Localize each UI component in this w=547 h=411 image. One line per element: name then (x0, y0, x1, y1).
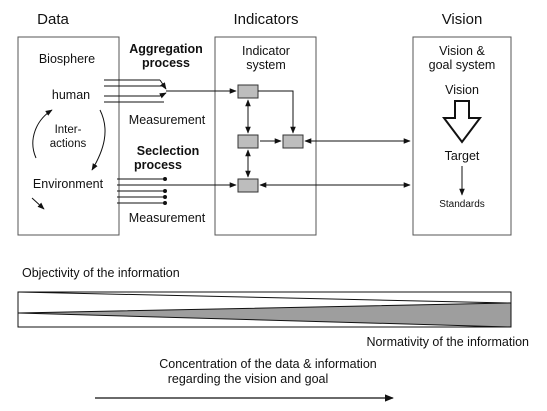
standards-label: Standards (439, 199, 485, 210)
interactions-label-1: Inter- (55, 124, 82, 136)
environment-small-arrow (31, 197, 45, 210)
interactions-curve-right (91, 109, 106, 171)
measurement-bottom-label: Measurement (129, 211, 206, 225)
concentration-label-2: regarding the vision and goal (168, 372, 329, 386)
normativity-label: Normativity of the information (366, 335, 529, 349)
target-label: Target (445, 149, 480, 163)
vision-goal-label-2: goal system (429, 58, 496, 72)
aggregation-converge-bottom (159, 92, 167, 99)
human-label: human (52, 88, 90, 102)
concentration-label-1: Concentration of the data & information (159, 357, 377, 371)
env-dot-2 (163, 189, 167, 193)
indicator-system-label-1: Indicator (242, 44, 290, 58)
objectivity-label: Objectivity of the information (22, 266, 180, 280)
selection-label-2: process (134, 158, 182, 172)
env-dot-1 (163, 177, 167, 181)
interactions-label-2: actions (50, 138, 87, 150)
env-dot-3 (163, 195, 167, 199)
aggregation-label-2: process (142, 56, 190, 70)
env-dot-4 (163, 201, 167, 205)
measurement-top-label: Measurement (129, 113, 206, 127)
indicator-system-label-2: system (246, 58, 286, 72)
link-top-right (258, 90, 296, 134)
normativity-wedge (17, 302, 512, 328)
interactions-curve-left (32, 109, 53, 159)
header-data: Data (37, 11, 69, 28)
indicator-node-bottom (237, 178, 259, 193)
vision-label: Vision (445, 83, 479, 97)
selection-label-1: Seclection (137, 144, 200, 158)
header-indicators: Indicators (233, 11, 298, 28)
aggregation-converge-top (159, 79, 167, 90)
big-down-arrow-icon (442, 100, 482, 144)
biosphere-label: Biosphere (39, 52, 95, 66)
indicator-node-top (237, 84, 259, 99)
vision-goal-label-1: Vision & (439, 44, 485, 58)
environment-label: Environment (33, 177, 104, 191)
objectivity-wedge (17, 291, 512, 304)
indicator-node-right (282, 134, 304, 149)
header-vision: Vision (442, 11, 483, 28)
aggregation-label-1: Aggregation (129, 42, 203, 56)
data-panel (17, 36, 120, 236)
indicator-node-middle (237, 134, 259, 149)
